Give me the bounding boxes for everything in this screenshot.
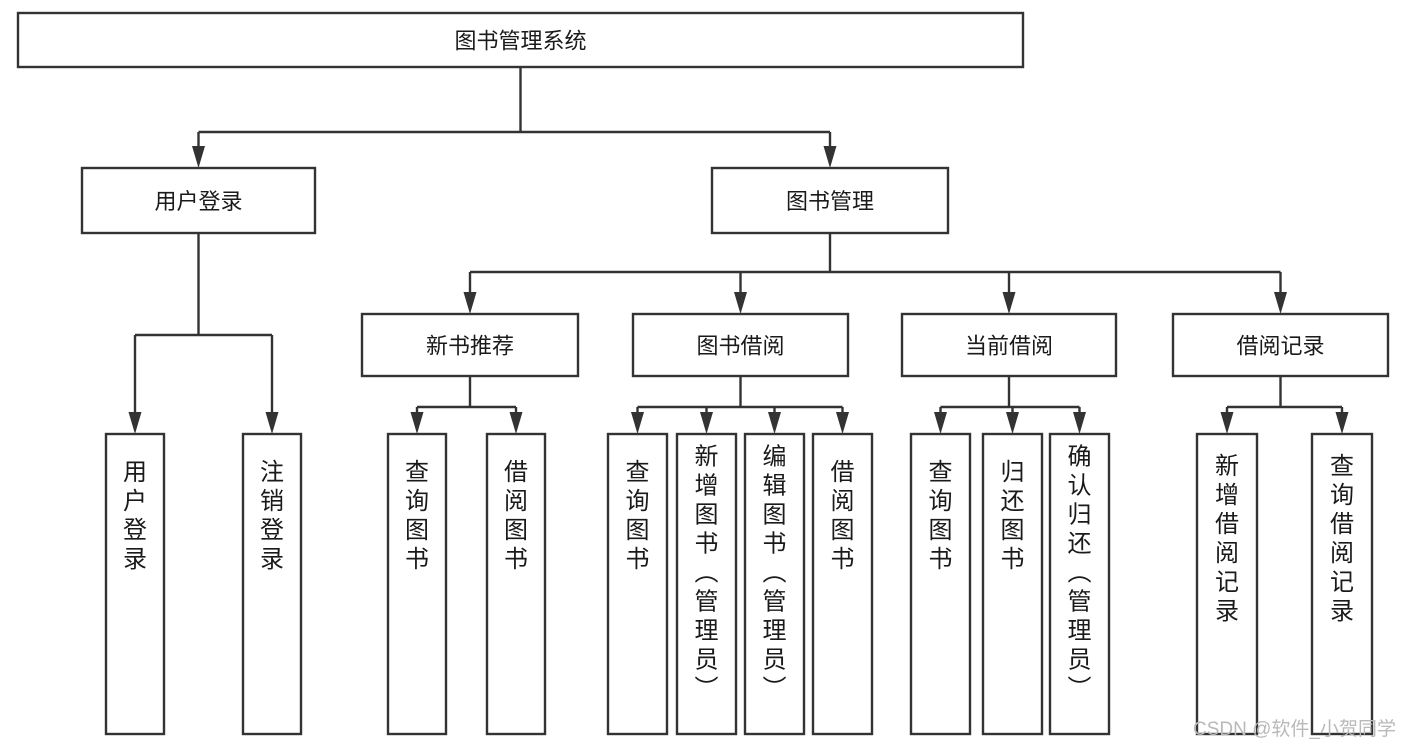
node-root[interactable]: 图书管理系统 <box>16 11 1025 69</box>
node-leaf-logout-login[interactable]: 注销登录 <box>241 432 303 736</box>
arrow-head-icon <box>1002 292 1016 314</box>
arrow-head-icon <box>768 412 781 434</box>
node-user-login[interactable]: 用户登录 <box>80 166 317 235</box>
node-book-borrow[interactable]: 图书借阅 <box>631 312 850 378</box>
node-leaf-query-book-1[interactable]: 查询图书 <box>386 432 448 736</box>
node-label-leaf-logout-login: 注销登录 <box>260 459 284 573</box>
node-box-leaf-query-book-2 <box>606 432 669 736</box>
node-book-management[interactable]: 图书管理 <box>710 166 950 235</box>
arrow-head-icon <box>1335 412 1349 434</box>
connector-book-borrow <box>631 376 849 434</box>
arrow-head-icon <box>934 412 947 434</box>
node-label-leaf-borrow-book-2: 借阅图书 <box>831 459 855 573</box>
arrow-head-icon <box>631 412 644 434</box>
node-leaf-borrow-book-2[interactable]: 借阅图书 <box>811 432 874 736</box>
node-box-root <box>16 11 1025 69</box>
arrow-head-icon <box>734 292 747 314</box>
node-new-book-recommend[interactable]: 新书推荐 <box>360 312 580 378</box>
node-box-leaf-logout-login <box>241 432 303 736</box>
node-box-leaf-confirm-return-admin <box>1048 432 1111 736</box>
arrow-head-icon <box>128 412 142 434</box>
node-leaf-add-book-admin[interactable]: 新增图书︵管理员︶ <box>675 432 738 736</box>
arrow-head-icon <box>1274 292 1287 314</box>
node-box-leaf-add-borrow-record <box>1195 432 1259 736</box>
node-label-leaf-return-book: 归还图书 <box>1001 459 1025 573</box>
node-current-borrow[interactable]: 当前借阅 <box>900 312 1118 378</box>
node-label-leaf-confirm-return-admin: 确认归还︵管理员︶ <box>1068 443 1092 702</box>
connector-borrow-record <box>1220 376 1349 434</box>
connector-root <box>192 67 837 168</box>
node-box-leaf-edit-book-admin <box>743 432 806 736</box>
node-box-book-management <box>710 166 950 235</box>
node-label-leaf-query-book-2: 查询图书 <box>626 459 650 573</box>
node-box-leaf-return-book <box>981 432 1044 736</box>
node-box-leaf-borrow-book-2 <box>811 432 874 736</box>
node-box-current-borrow <box>900 312 1118 378</box>
node-box-leaf-borrow-book-1 <box>485 432 547 736</box>
connector-book-management <box>463 233 1287 314</box>
node-box-book-borrow <box>631 312 850 378</box>
node-label-leaf-add-book-admin: 新增图书︵管理员︶ <box>695 443 719 702</box>
arrow-head-icon <box>1220 412 1234 434</box>
node-label-user-login: 用户登录 <box>154 189 242 214</box>
node-label-leaf-query-book-1: 查询图书 <box>405 459 429 573</box>
node-label-leaf-query-book-3: 查询图书 <box>929 459 953 573</box>
node-box-borrow-record <box>1171 312 1390 378</box>
connector-new-book-recommend <box>410 376 523 434</box>
node-leaf-borrow-book-1[interactable]: 借阅图书 <box>485 432 547 736</box>
connector-user-login <box>128 233 279 434</box>
node-leaf-query-book-3[interactable]: 查询图书 <box>909 432 972 736</box>
node-label-leaf-add-borrow-record: 新增借阅记录 <box>1215 453 1239 625</box>
node-box-user-login <box>80 166 317 235</box>
arrow-head-icon <box>1006 412 1019 434</box>
csdn-watermark: CSDN @软件_小贺同学 <box>1193 718 1396 740</box>
arrow-head-icon <box>410 412 424 434</box>
node-leaf-user-login[interactable]: 用户登录 <box>104 432 166 736</box>
node-box-leaf-user-login <box>104 432 166 736</box>
node-label-leaf-edit-book-admin: 编辑图书︵管理员︶ <box>763 443 787 702</box>
node-label-leaf-borrow-book-1: 借阅图书 <box>504 459 528 573</box>
node-label-current-borrow: 当前借阅 <box>965 334 1053 359</box>
node-label-root: 图书管理系统 <box>454 29 586 54</box>
node-borrow-record[interactable]: 借阅记录 <box>1171 312 1390 378</box>
node-leaf-confirm-return-admin[interactable]: 确认归还︵管理员︶ <box>1048 432 1111 736</box>
arrow-head-icon <box>823 146 837 168</box>
connector-current-borrow <box>934 376 1086 434</box>
arrow-head-icon <box>1073 412 1086 434</box>
node-box-new-book-recommend <box>360 312 580 378</box>
node-label-leaf-user-login: 用户登录 <box>123 459 147 573</box>
arrow-head-icon <box>700 412 713 434</box>
node-leaf-query-borrow-record[interactable]: 查询借阅记录 <box>1310 432 1374 736</box>
node-label-book-management: 图书管理 <box>786 189 874 214</box>
node-leaf-add-borrow-record[interactable]: 新增借阅记录 <box>1195 432 1259 736</box>
node-leaf-query-book-2[interactable]: 查询图书 <box>606 432 669 736</box>
connectors-layer <box>128 67 1349 434</box>
arrow-head-icon <box>192 146 205 168</box>
arrow-head-icon <box>509 412 523 434</box>
node-label-new-book-recommend: 新书推荐 <box>426 334 514 359</box>
node-leaf-return-book[interactable]: 归还图书 <box>981 432 1044 736</box>
node-label-borrow-record: 借阅记录 <box>1236 334 1324 359</box>
node-box-leaf-query-borrow-record <box>1310 432 1374 736</box>
arrow-head-icon <box>836 412 849 434</box>
arrow-head-icon <box>265 412 279 434</box>
node-label-book-borrow: 图书借阅 <box>696 334 784 359</box>
node-box-leaf-query-book-3 <box>909 432 972 736</box>
arrow-head-icon <box>463 292 477 314</box>
nodes-layer: 图书管理系统用户登录图书管理新书推荐图书借阅当前借阅借阅记录用户登录注销登录查询… <box>16 11 1390 736</box>
node-box-leaf-query-book-1 <box>386 432 448 736</box>
node-leaf-edit-book-admin[interactable]: 编辑图书︵管理员︶ <box>743 432 806 736</box>
node-label-leaf-query-borrow-record: 查询借阅记录 <box>1330 453 1354 625</box>
node-box-leaf-add-book-admin <box>675 432 738 736</box>
